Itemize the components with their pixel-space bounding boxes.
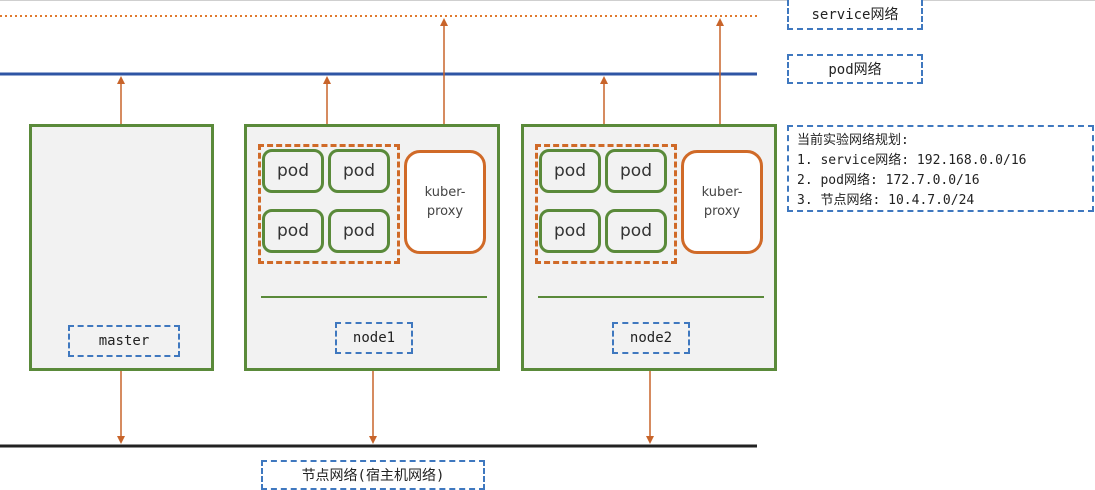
node1-kube-proxy: kuber- proxy — [404, 150, 486, 254]
node1-pod: pod — [262, 149, 324, 193]
node2-host: pod pod pod pod kuber- proxy node2 — [521, 124, 777, 371]
network-plan-item-service: 1. service网络: 192.168.0.0/16 — [797, 153, 1027, 168]
node2-pod: pod — [605, 209, 667, 253]
node1-label: node1 — [335, 322, 413, 354]
node1-pod: pod — [262, 209, 324, 253]
node2-pod-group — [535, 144, 677, 264]
network-plan-note: 当前实验网络规划: 1. service网络: 192.168.0.0/16 2… — [787, 125, 1094, 212]
network-plan-title: 当前实验网络规划: — [797, 133, 909, 148]
node2-pod: pod — [539, 209, 601, 253]
node2-pod: pod — [605, 149, 667, 193]
network-plan-item-pod: 2. pod网络: 172.7.0.0/16 — [797, 173, 980, 188]
master-label: master — [68, 325, 180, 357]
pod-network-label: pod网络 — [787, 54, 923, 84]
node1-host: pod pod pod pod kuber- proxy node1 — [244, 124, 500, 371]
node2-kube-proxy: kuber- proxy — [681, 150, 763, 254]
node1-pod: pod — [328, 149, 390, 193]
node-network-label: 节点网络(宿主机网络) — [261, 460, 485, 490]
node1-pod-group — [258, 144, 400, 264]
node2-internal-bridge-line — [538, 296, 764, 298]
node2-pod: pod — [539, 149, 601, 193]
node1-pod: pod — [328, 209, 390, 253]
node2-kube-proxy-label: kuber- proxy — [701, 185, 743, 219]
node1-internal-bridge-line — [261, 296, 487, 298]
node1-kube-proxy-label: kuber- proxy — [424, 185, 466, 219]
master-host: master — [29, 124, 214, 371]
service-network-label: service网络 — [787, 0, 923, 30]
node2-label: node2 — [612, 322, 690, 354]
network-plan-item-node: 3. 节点网络: 10.4.7.0/24 — [797, 193, 975, 208]
